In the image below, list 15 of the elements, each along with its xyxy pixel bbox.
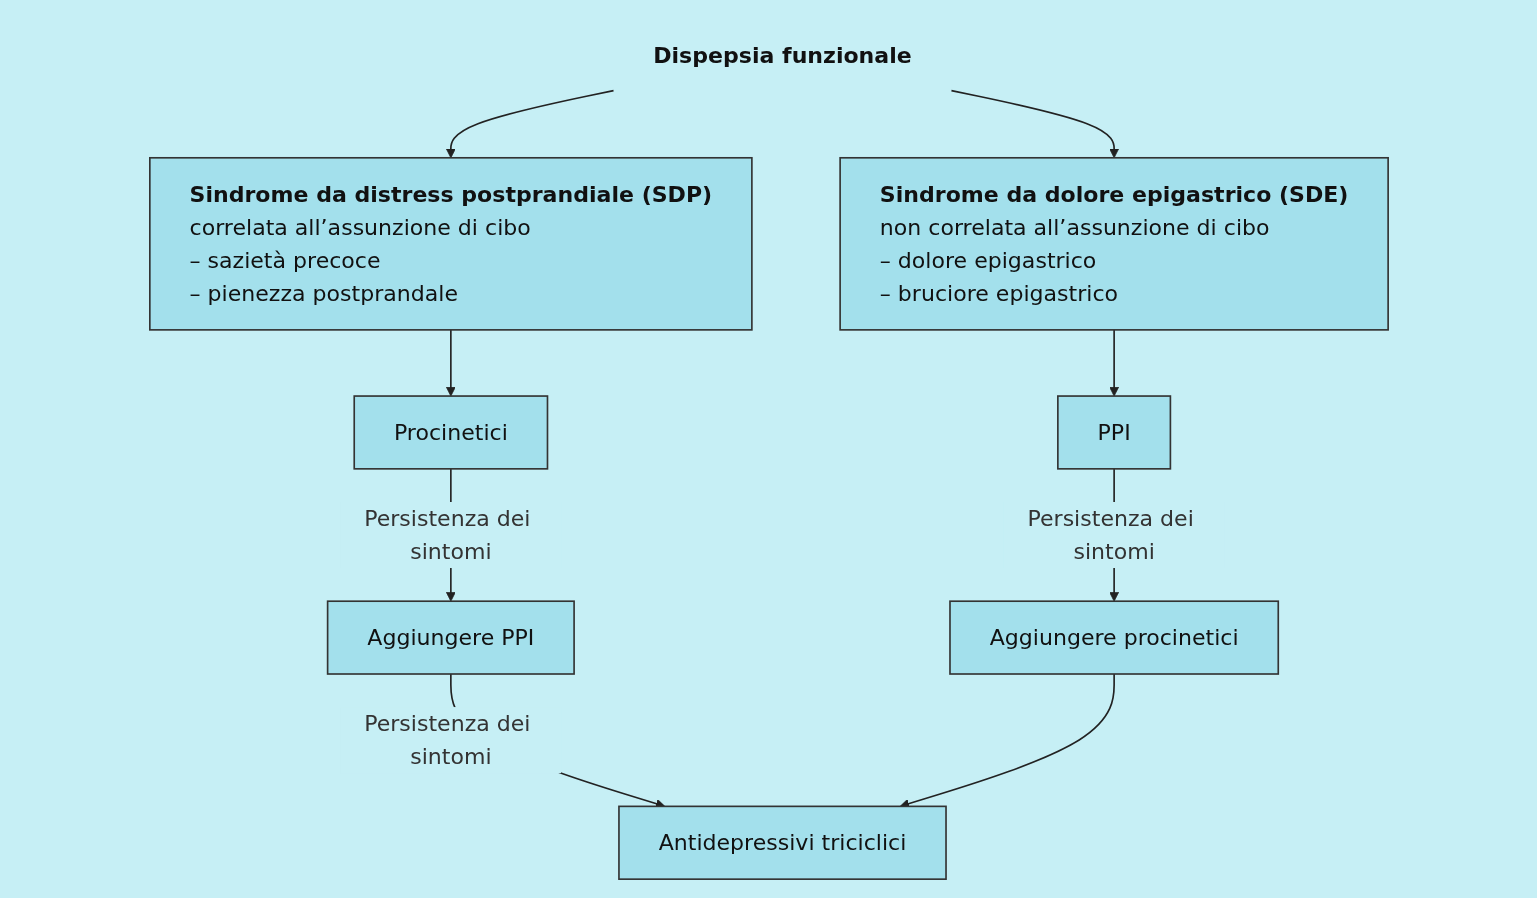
- node-box: Antidepressivi triciclici: [617, 805, 947, 880]
- node-box: Procinetici: [352, 395, 548, 470]
- edge-label: Persistenza dei sintomi: [363, 710, 531, 770]
- node-box: Sindrome da distress postprandiale (SDP) correlata all’assunzione di cibo – sazietà precoce – pienezza postprandale: [148, 156, 753, 331]
- node-box: PPI: [1056, 395, 1171, 470]
- arrow: [950, 89, 1119, 159]
- node-text: Dispepsia funzionale: [652, 41, 912, 69]
- edge-label: Persistenza dei sintomi: [1026, 505, 1194, 565]
- node-box: Sindrome da dolore epigastrico (SDE) non correlata all’assunzione di cibo – dolore epigastrico – bruciore epigastrico: [838, 156, 1389, 331]
- node-box: Aggiungere procinetici: [948, 600, 1279, 675]
- edge-label: Persistenza dei sintomi: [363, 505, 531, 565]
- arrow: [445, 329, 456, 397]
- node-box: Aggiungere PPI: [326, 600, 575, 675]
- arrow: [1108, 329, 1119, 397]
- arrow: [445, 89, 614, 159]
